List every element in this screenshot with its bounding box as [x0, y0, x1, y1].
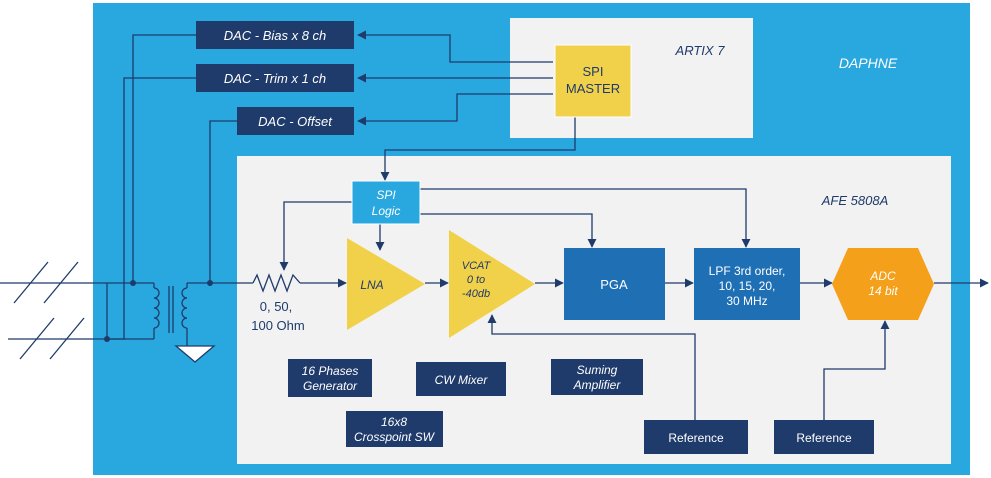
spi-logic-label-1: SPI	[376, 188, 396, 202]
crosspoint-label-1: 16x8	[381, 415, 407, 429]
suming-amplifier-box	[551, 359, 643, 395]
crosspoint-box	[346, 411, 443, 447]
dac-trim-box	[196, 64, 354, 92]
vcat-amplifier	[449, 230, 535, 338]
dac-bias-label: DAC - Bias x 8 ch	[224, 28, 327, 43]
wires	[0, 30, 989, 420]
reference-label-2: Reference	[796, 431, 852, 445]
adc-block	[832, 248, 934, 320]
adc-label-2: 14 bit	[868, 284, 898, 298]
spi-master-box	[554, 44, 632, 118]
resistor-label-1: 0, 50,	[260, 299, 293, 314]
junction-dots	[104, 280, 213, 342]
spi-logic-label-2: Logic	[372, 204, 401, 218]
reference-box-1	[644, 420, 748, 454]
spi-master-label-2: MASTER	[566, 81, 620, 96]
lna-amplifier	[347, 238, 425, 330]
suming-label-1: Suming	[577, 363, 618, 377]
pga-box	[564, 248, 665, 320]
transformer-icon	[107, 282, 216, 346]
lpf-label-3: 30 MHz	[726, 294, 767, 308]
afe-label: AFE 5808A	[821, 193, 889, 208]
suming-label-2: Amplifier	[573, 378, 622, 392]
resistor-label-2: 100 Ohm	[251, 318, 304, 333]
vcat-label-2: 0 to	[467, 274, 485, 286]
adc-label-1: ADC	[869, 269, 896, 283]
lpf-label-1: LPF 3rd order,	[709, 264, 786, 278]
dac-offset-box	[237, 107, 354, 135]
dac-trim-label: DAC - Trim x 1 ch	[224, 71, 326, 86]
spi-master-label-1: SPI	[583, 64, 604, 79]
lpf-box	[694, 248, 800, 320]
lna-label: LNA	[360, 278, 383, 292]
pga-label: PGA	[600, 277, 628, 292]
dac-bias-box	[196, 21, 354, 49]
phases-generator-box	[288, 359, 372, 397]
lpf-label-2: 10, 15, 20,	[719, 279, 776, 293]
daphne-label: DAPHNE	[839, 55, 898, 71]
phases-label-1: 16 Phases	[302, 364, 359, 378]
artix-label: ARTIX 7	[675, 43, 726, 58]
ground-icon	[174, 345, 216, 363]
resistor-icon	[252, 273, 301, 293]
vcat-label-1: VCAT	[462, 260, 492, 272]
cw-mixer-box	[416, 362, 506, 396]
vcat-label-3: -40db	[462, 288, 490, 300]
reference-box-2	[774, 420, 874, 454]
phases-label-2: Generator	[303, 379, 358, 393]
input-hatch-marks	[13, 261, 85, 360]
reference-label-1: Reference	[668, 431, 724, 445]
dac-offset-label: DAC - Offset	[258, 114, 333, 129]
spi-logic-box	[351, 180, 421, 225]
crosspoint-label-2: Crosspoint SW	[354, 430, 436, 444]
cw-mixer-label: CW Mixer	[435, 373, 489, 387]
